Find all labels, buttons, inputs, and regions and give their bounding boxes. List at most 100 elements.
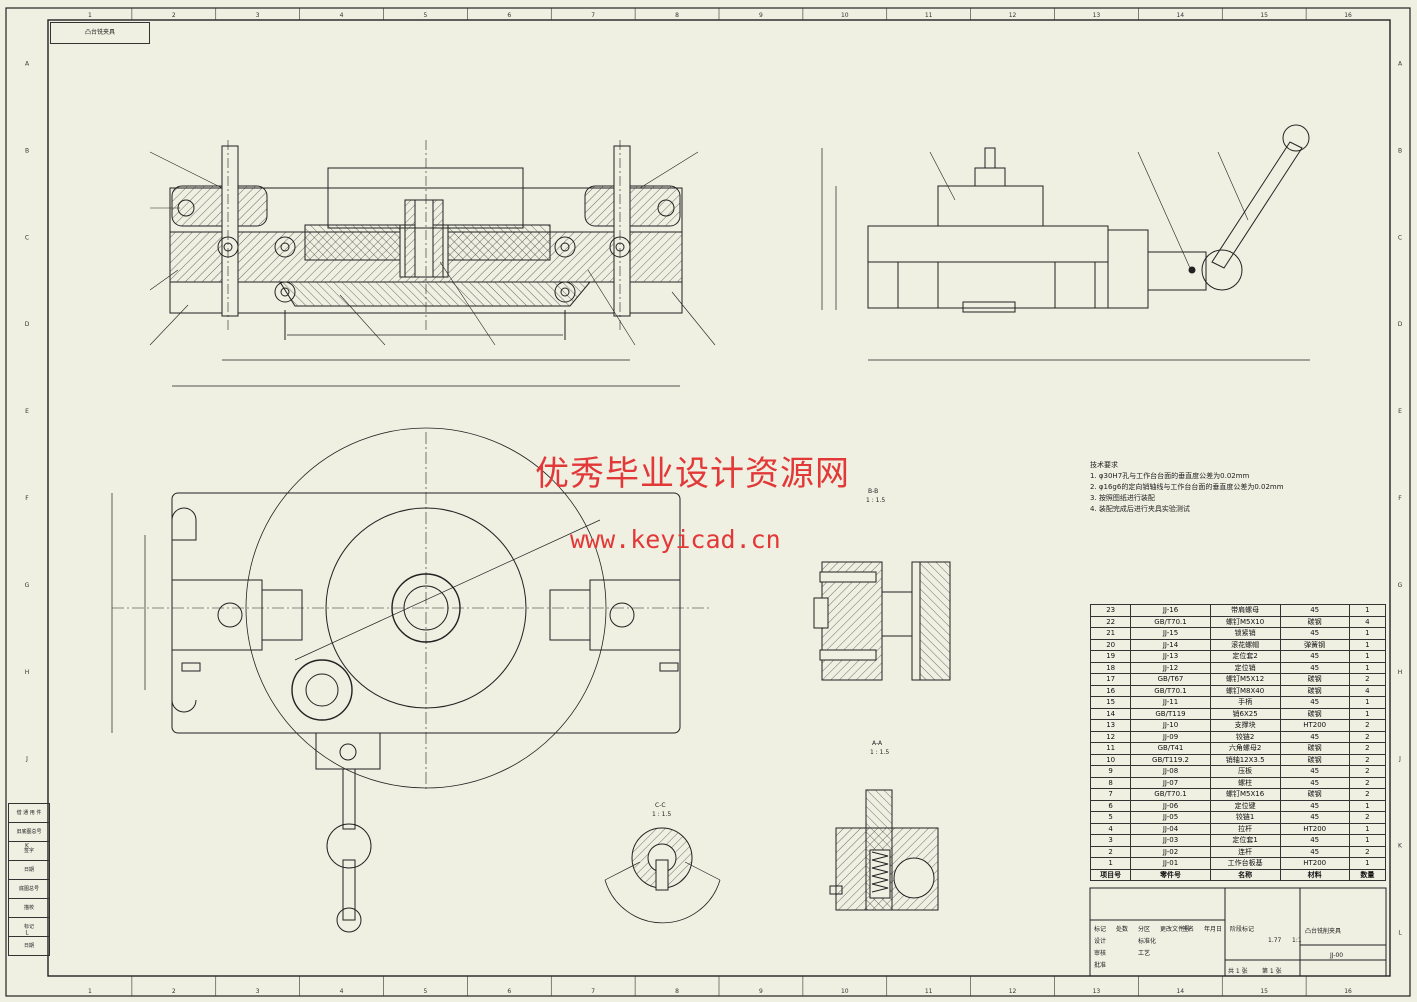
left-strip-cell: 日期 [8, 937, 50, 956]
section-b-view [604, 827, 721, 924]
drawing-scale: 1:1 [1292, 937, 1302, 944]
bom-cell: JJ-13 [1130, 650, 1211, 663]
bom-cell: 支撑块 [1209, 719, 1281, 732]
border-number: 2 [172, 988, 176, 995]
bom-cell: 4 [1348, 684, 1387, 697]
bom-cell: 45 [1279, 650, 1350, 663]
section-label: A-A [872, 740, 883, 747]
border-number: 12 [1009, 988, 1017, 995]
section-scale: 1 : 1.5 [870, 749, 890, 756]
bom-cell: 1 [1348, 661, 1387, 674]
bom-cell: GB/T70.1 [1130, 788, 1211, 801]
bom-cell: 15 [1089, 696, 1132, 709]
bom-cell: GB/T119.2 [1130, 753, 1211, 766]
bom-cell: GB/T41 [1130, 742, 1211, 755]
border-number: 3 [256, 988, 260, 995]
bom-cell: 弹簧钢 [1279, 638, 1350, 651]
bom-cell: 8 [1089, 776, 1132, 789]
bom-cell: 12 [1089, 730, 1132, 743]
bom-cell: JJ-07 [1130, 776, 1211, 789]
section-label: C-C [655, 802, 666, 809]
left-strip-cell: 借 通 用 件 [8, 803, 50, 823]
bom-cell: 螺钉M5X10 [1209, 615, 1281, 628]
title-block-cell: 标记 [1094, 926, 1107, 933]
border-number: 16 [1344, 988, 1352, 995]
left-strip-cell: 签字 [8, 842, 50, 861]
border-number: 14 [1176, 12, 1184, 19]
bom-cell: 19 [1089, 650, 1132, 663]
title-block-cell: 标准化 [1138, 938, 1157, 945]
bom-cell: 2 [1348, 845, 1387, 858]
bom-cell: 碳钢 [1279, 684, 1350, 697]
notes-item: 2. φ16g6的定向销轴线与工作台台面的垂直度公差为0.02mm [1090, 483, 1284, 491]
border-letter: G [25, 582, 30, 589]
border-number: 13 [1093, 988, 1101, 995]
bom-cell: 锁紧销 [1209, 627, 1281, 640]
watermark-url[interactable]: www.keyicad.cn [570, 525, 781, 554]
border-number: 2 [172, 12, 176, 19]
left-strip: 借 通 用 件旧底图总号签字日期底图总号描校标记日期 [8, 803, 50, 956]
bom-cell: 21 [1089, 627, 1132, 640]
bom-header: 项目号零件号名称材料数量 [1089, 868, 1387, 881]
title-block-cell: 处数 [1116, 926, 1129, 933]
border-letter: J [1398, 756, 1401, 763]
title-block-cell: 批准 [1094, 962, 1107, 969]
border-letter: G [1398, 582, 1403, 589]
bom-header-cell: 材料 [1279, 868, 1350, 881]
bom-cell: JJ-03 [1130, 834, 1211, 847]
front-section-view [149, 140, 716, 387]
border-number: 8 [675, 988, 679, 995]
border-number: 1 [88, 12, 92, 19]
bom-cell: 定位套1 [1209, 834, 1281, 847]
border-number: 3 [256, 12, 260, 19]
bom-cell: 16 [1089, 684, 1132, 697]
border-letter: B [25, 147, 29, 154]
bom-cell: 碳钢 [1279, 742, 1350, 755]
bom-cell: 45 [1279, 730, 1350, 743]
border-number: 6 [507, 12, 511, 19]
title-block-cell: 工艺 [1138, 950, 1151, 957]
bom-cell: HT200 [1279, 719, 1350, 732]
border-number: 9 [759, 12, 763, 19]
bom-cell: 1 [1348, 799, 1387, 812]
bom-cell: 45 [1279, 661, 1350, 674]
bom-cell: 1 [1348, 857, 1387, 870]
bom-cell: 1 [1348, 638, 1387, 651]
bom-cell: JJ-02 [1130, 845, 1211, 858]
bom-cell: 45 [1279, 834, 1350, 847]
border-letter: B [1398, 147, 1402, 154]
bom-cell: 螺柱 [1209, 776, 1281, 789]
left-strip-cell: 标记 [8, 918, 50, 937]
title-block-lines [1089, 887, 1387, 977]
border-number: 11 [925, 12, 933, 19]
bom-cell: 2 [1348, 788, 1387, 801]
border-letter: H [1398, 669, 1403, 676]
border-number: 10 [841, 988, 849, 995]
bom-cell: 45 [1279, 696, 1350, 709]
bom-cell: 2 [1089, 845, 1132, 858]
bom-cell: 4 [1089, 822, 1132, 835]
border-letter: E [25, 408, 29, 415]
bom-cell: 2 [1348, 673, 1387, 686]
section-scale: 1 : 1.5 [652, 811, 672, 818]
bom-cell: JJ-01 [1130, 857, 1211, 870]
bom-cell: 45 [1279, 811, 1350, 824]
bom-cell: 2 [1348, 765, 1387, 778]
bom-cell: 1 [1089, 857, 1132, 870]
left-strip-cell: 旧底图总号 [8, 823, 50, 842]
border-letter: K [1398, 843, 1403, 850]
bom-cell: JJ-08 [1130, 765, 1211, 778]
bom-cell: GB/T67 [1130, 673, 1211, 686]
drawing-weight: 1.77 [1268, 937, 1282, 944]
bom-cell: JJ-11 [1130, 696, 1211, 709]
bom-cell: 滚花螺帽 [1209, 638, 1281, 651]
